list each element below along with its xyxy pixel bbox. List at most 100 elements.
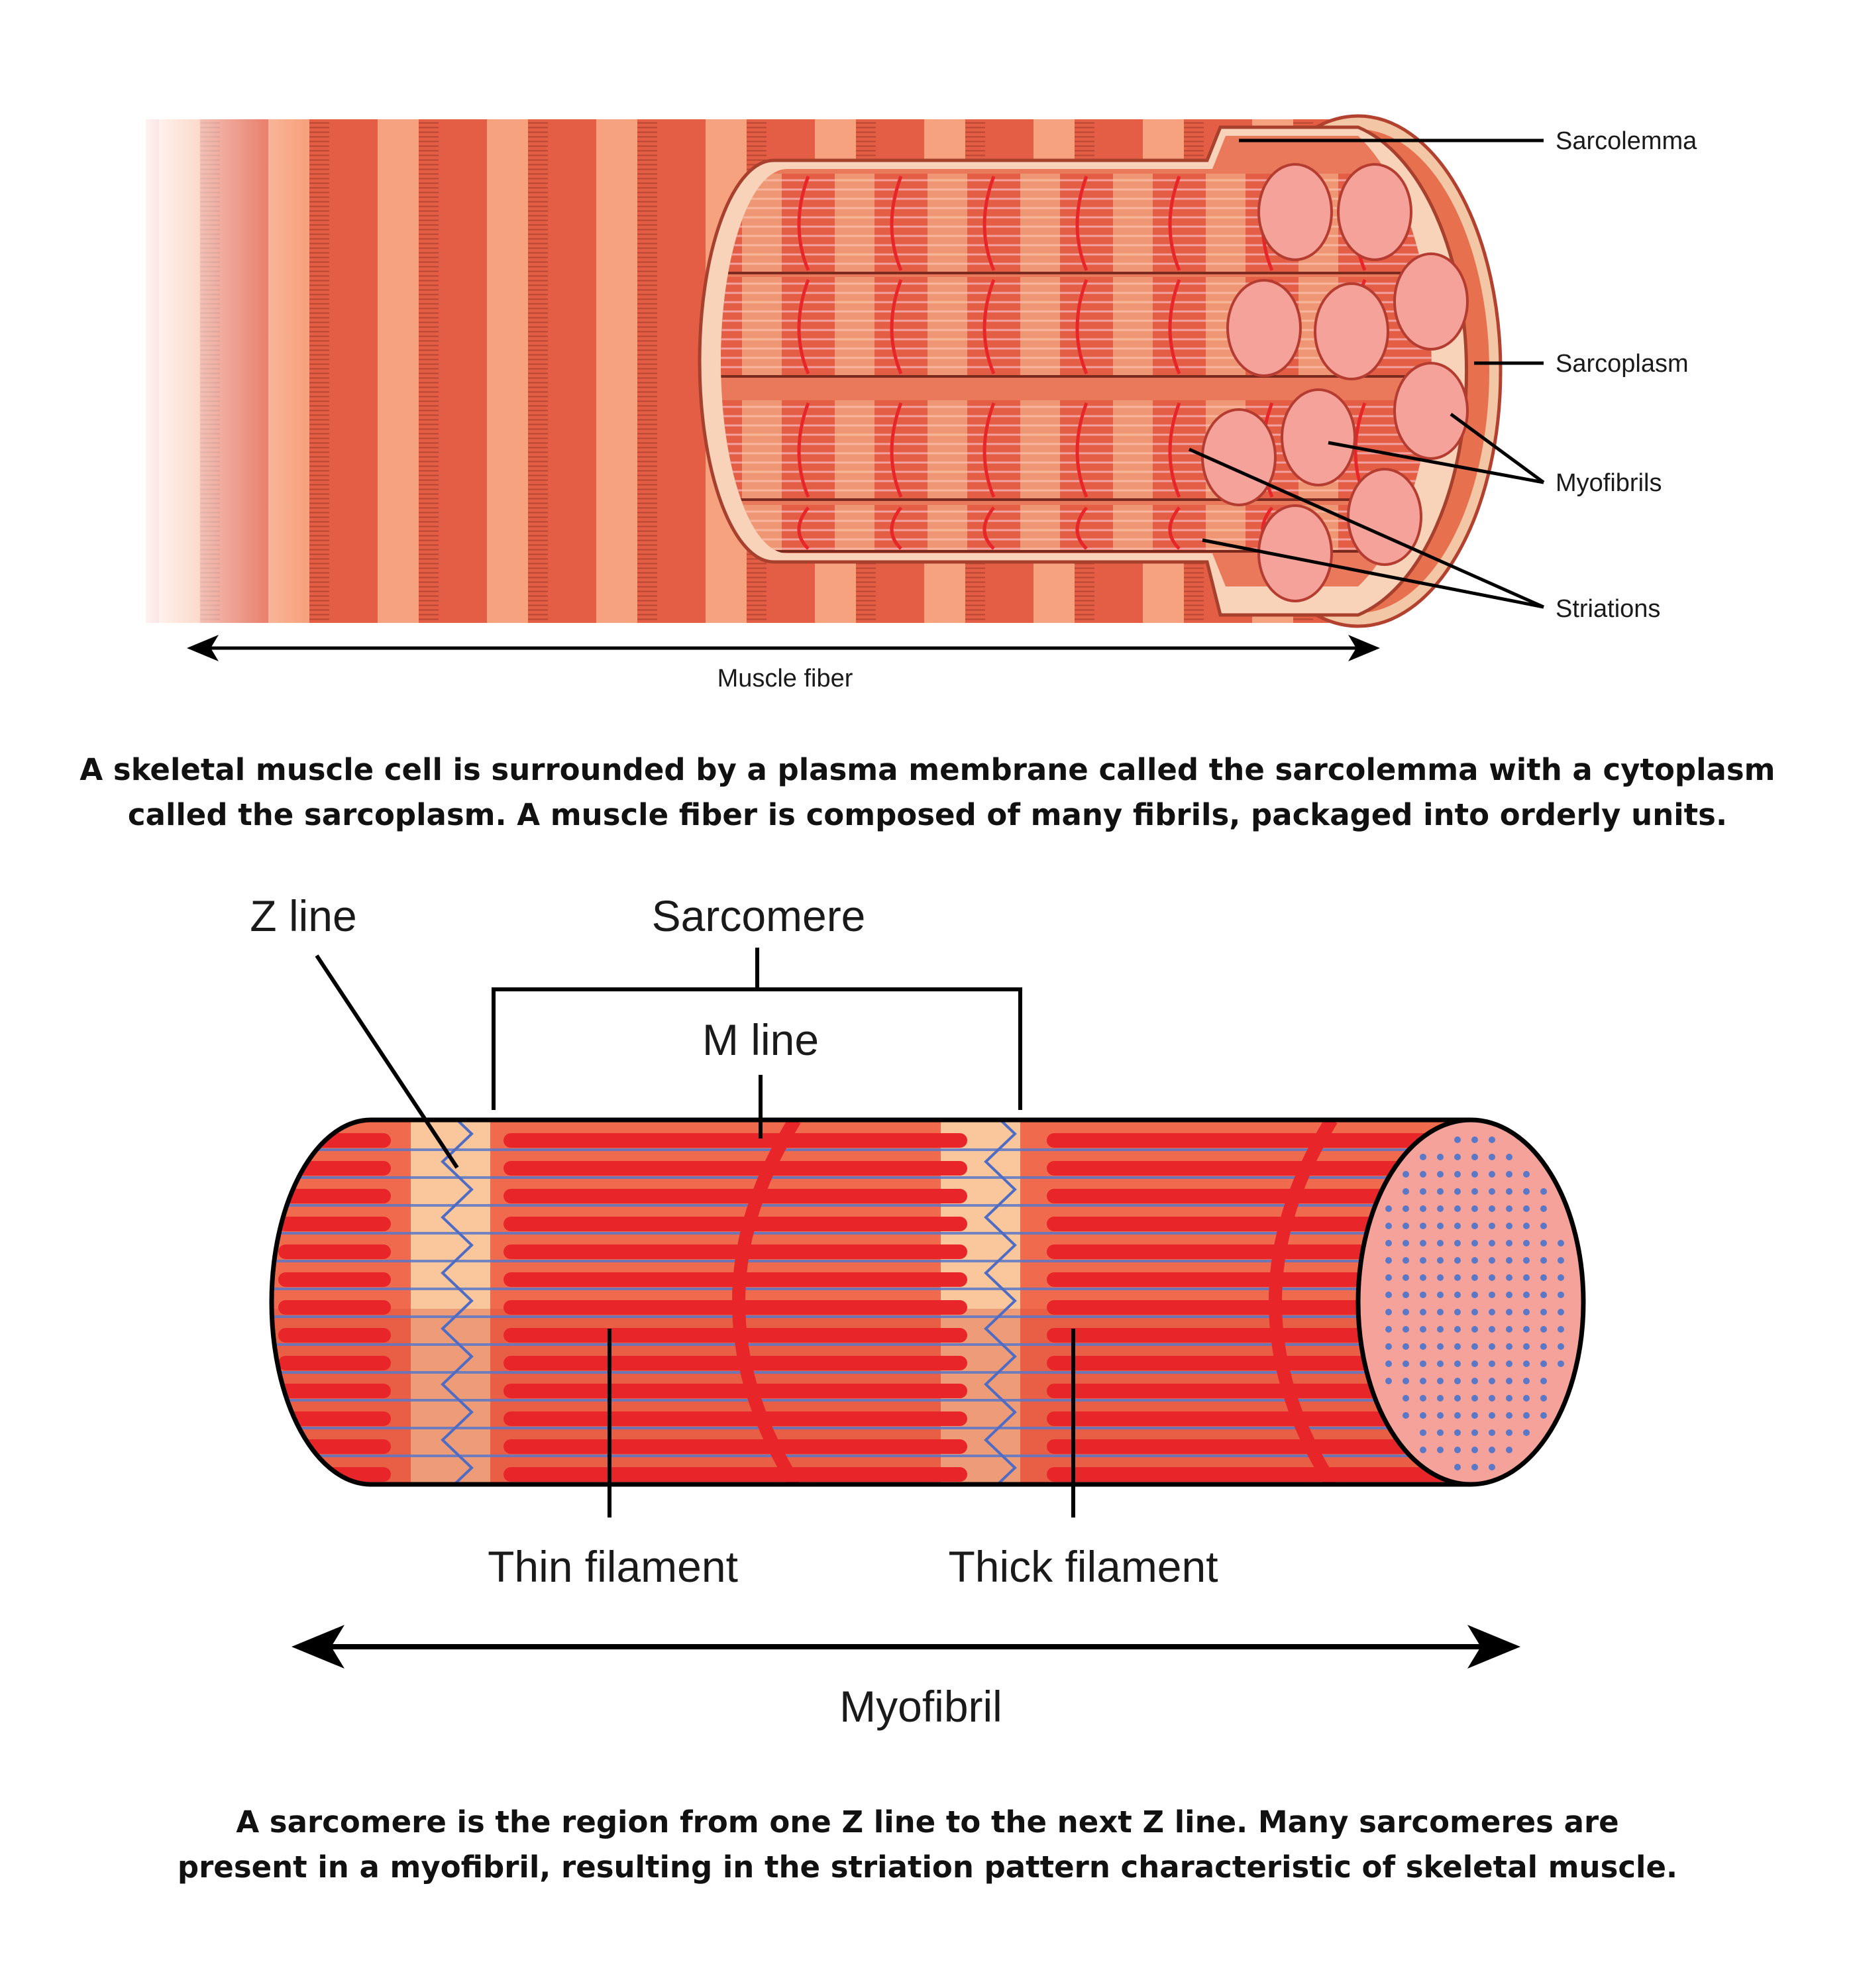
thin-filament-dot <box>1454 1257 1461 1264</box>
i-band <box>1113 400 1153 500</box>
thin-filament-dot <box>1489 1429 1495 1436</box>
thin-filament-dot <box>1558 1240 1564 1246</box>
thin-filament-dot <box>1489 1188 1495 1195</box>
thin-filament-dot <box>1420 1360 1426 1367</box>
thick-filament <box>278 1328 391 1343</box>
thick-filament <box>504 1384 967 1398</box>
thin-filament-dot <box>1523 1412 1530 1419</box>
myofibril-cross-section <box>1314 282 1389 380</box>
thin-filament-dot <box>1437 1274 1444 1281</box>
striation-band-hatched <box>309 119 329 623</box>
figure2-caption-line1: A sarcomere is the region from one Z lin… <box>236 1804 1619 1840</box>
thin-filament-dot <box>1454 1171 1461 1178</box>
striation-line <box>982 506 995 550</box>
thin-filament-dot <box>1523 1257 1530 1264</box>
thin-filament-dot <box>1523 1429 1530 1436</box>
thin-filament-dot <box>1506 1274 1512 1281</box>
muscle-fiber-diagram: Sarcolemma Sarcoplasm Myofibrils Striati… <box>132 113 1697 692</box>
thin-filament-dot <box>1540 1395 1547 1402</box>
thin-filament-dot <box>1471 1154 1478 1160</box>
striation-line <box>982 176 996 271</box>
thin-filament-dot <box>1506 1257 1512 1264</box>
striation-line <box>1168 279 1181 374</box>
thin-filament-dot <box>1437 1154 1444 1160</box>
thin-filament-dot <box>1540 1343 1547 1350</box>
i-band <box>1020 277 1060 376</box>
thin-filament-dot <box>1403 1205 1409 1212</box>
thin-filament-dot <box>1523 1171 1530 1178</box>
thin-filament-dot <box>1523 1309 1530 1315</box>
thin-filament-dot <box>1385 1309 1392 1315</box>
thin-filament-dot <box>1437 1360 1444 1367</box>
figure1-leader-lines <box>1188 138 1545 609</box>
thin-filament-dot <box>1437 1171 1444 1178</box>
thin-filament-dot <box>1523 1343 1530 1350</box>
thin-filament-dot <box>1420 1429 1426 1436</box>
thin-filament-dot <box>1403 1412 1409 1419</box>
thin-filament-dot <box>1454 1274 1461 1281</box>
myofibrils-leader-1 <box>1328 441 1544 484</box>
i-band <box>835 505 874 551</box>
thin-filament-dot <box>1454 1395 1461 1402</box>
myofibril-cross-section <box>1257 163 1333 261</box>
thin-filament-dot <box>1523 1326 1530 1333</box>
thin-filament-dot <box>1523 1223 1530 1229</box>
striation-band-hatched <box>528 119 548 623</box>
thin-filament-dot <box>1523 1205 1530 1212</box>
i-band <box>1206 174 1246 273</box>
thin-filament-dot <box>1420 1412 1426 1419</box>
thin-filament-dot <box>1471 1205 1478 1212</box>
thin-filament-dot <box>1471 1447 1478 1453</box>
thin-filament-dot <box>1403 1309 1409 1315</box>
thin-filament-dot <box>1489 1223 1495 1229</box>
thin-filament-dot <box>1403 1223 1409 1229</box>
thin-filament-dot <box>1420 1154 1426 1160</box>
thin-filament-dot <box>1454 1378 1461 1384</box>
thin-filament-dot <box>1403 1378 1409 1384</box>
thick-filament <box>278 1189 391 1203</box>
thick-filament <box>504 1411 967 1426</box>
striation-band-light <box>378 119 419 623</box>
thin-filament-label: Thin filament <box>488 1542 738 1591</box>
striations-label: Striations <box>1556 595 1660 623</box>
sarcolemma-label: Sarcolemma <box>1556 127 1697 155</box>
thick-filament <box>278 1244 391 1259</box>
striation-band-hatched <box>637 119 657 623</box>
thin-filament-dot <box>1489 1171 1495 1178</box>
sarcomere-label: Sarcomere <box>652 891 866 940</box>
thin-filament-dot <box>1540 1292 1547 1298</box>
thin-filament-dot <box>1454 1360 1461 1367</box>
thin-filament-dot <box>1558 1257 1564 1264</box>
thin-filament-dot <box>1489 1326 1495 1333</box>
thin-filament-dot <box>1471 1395 1478 1402</box>
thin-filament-dot <box>1471 1326 1478 1333</box>
thin-filament-dot <box>1489 1205 1495 1212</box>
thin-filament-dot <box>1420 1343 1426 1350</box>
thin-filament-dot <box>1454 1205 1461 1212</box>
thin-filament-dot <box>1523 1292 1530 1298</box>
striation-line <box>797 402 810 498</box>
thin-filament-dot <box>1540 1257 1547 1264</box>
thin-filament-dot <box>1558 1292 1564 1298</box>
muscle-fiber-label: Muscle fiber <box>717 665 853 692</box>
thin-filament-dot <box>1403 1326 1409 1333</box>
thick-filament <box>1047 1133 1471 1148</box>
thin-filament-dot <box>1437 1240 1444 1246</box>
thin-filament-dot <box>1420 1378 1426 1384</box>
thick-filament <box>278 1217 391 1231</box>
thick-filament <box>1047 1467 1471 1482</box>
striation-line <box>982 402 996 498</box>
thin-filament-dot <box>1420 1395 1426 1402</box>
thin-filament-dot <box>1471 1257 1478 1264</box>
figure2-caption-line2: present in a myofibril, resulting in the… <box>177 1850 1678 1885</box>
thin-filament-dot <box>1437 1395 1444 1402</box>
thin-filament-dot <box>1385 1223 1392 1229</box>
thin-filament-dot <box>1420 1188 1426 1195</box>
thin-filament-dot <box>1506 1240 1512 1246</box>
striation-line <box>890 402 903 498</box>
thick-filament <box>278 1300 391 1315</box>
myofibril-label: Myofibril <box>839 1682 1002 1731</box>
thin-filament-dot <box>1437 1429 1444 1436</box>
thin-filament-dot <box>1489 1464 1495 1470</box>
i-band <box>835 277 874 376</box>
